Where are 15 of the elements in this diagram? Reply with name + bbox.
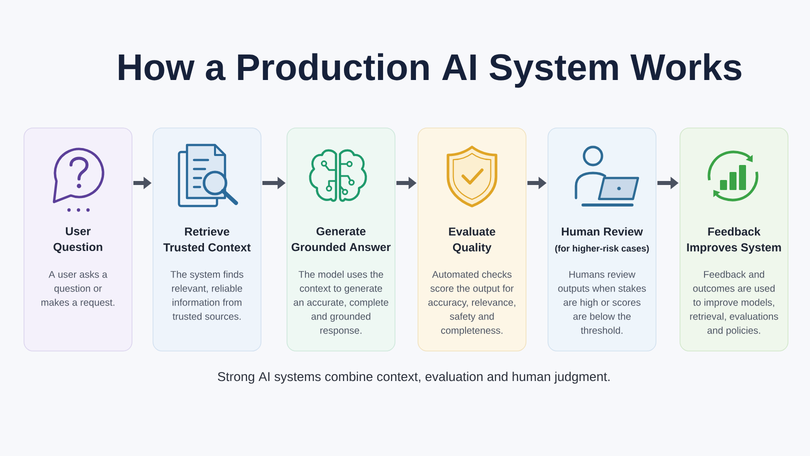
step-title: Generate Grounded Answer: [292, 227, 391, 252]
step-description: The system finds relevant, reliable information from trusted sources.: [170, 270, 244, 320]
caption: Strong AI systems combine context, evaluation and human judgment.: [218, 372, 610, 384]
step-description: Humans review outputs when stakes are high or scores are below the threshold.: [558, 270, 646, 334]
step-description: Feedback and outcomes are used to improve models, retrieval, evaluations and policies.: [690, 270, 778, 336]
step-description: The model uses the context to generate an accurate, complete and grounded response.: [294, 270, 388, 336]
step-title: Human Review: [562, 227, 643, 236]
step-description: A user asks a question or makes a request.: [41, 270, 114, 308]
step-title: User Question: [54, 227, 102, 254]
step-title: Evaluate Quality: [449, 227, 496, 254]
step-title: Retrieve Trusted Context: [163, 227, 251, 252]
step-subtitle: (for higher-risk cases): [555, 244, 649, 254]
step-description: Automated checks score the output for accuracy, relevance, safety and completeness.: [428, 270, 516, 336]
step-title: Feedback Improves System: [687, 227, 781, 254]
title: How a Production AI System Works: [118, 53, 742, 88]
